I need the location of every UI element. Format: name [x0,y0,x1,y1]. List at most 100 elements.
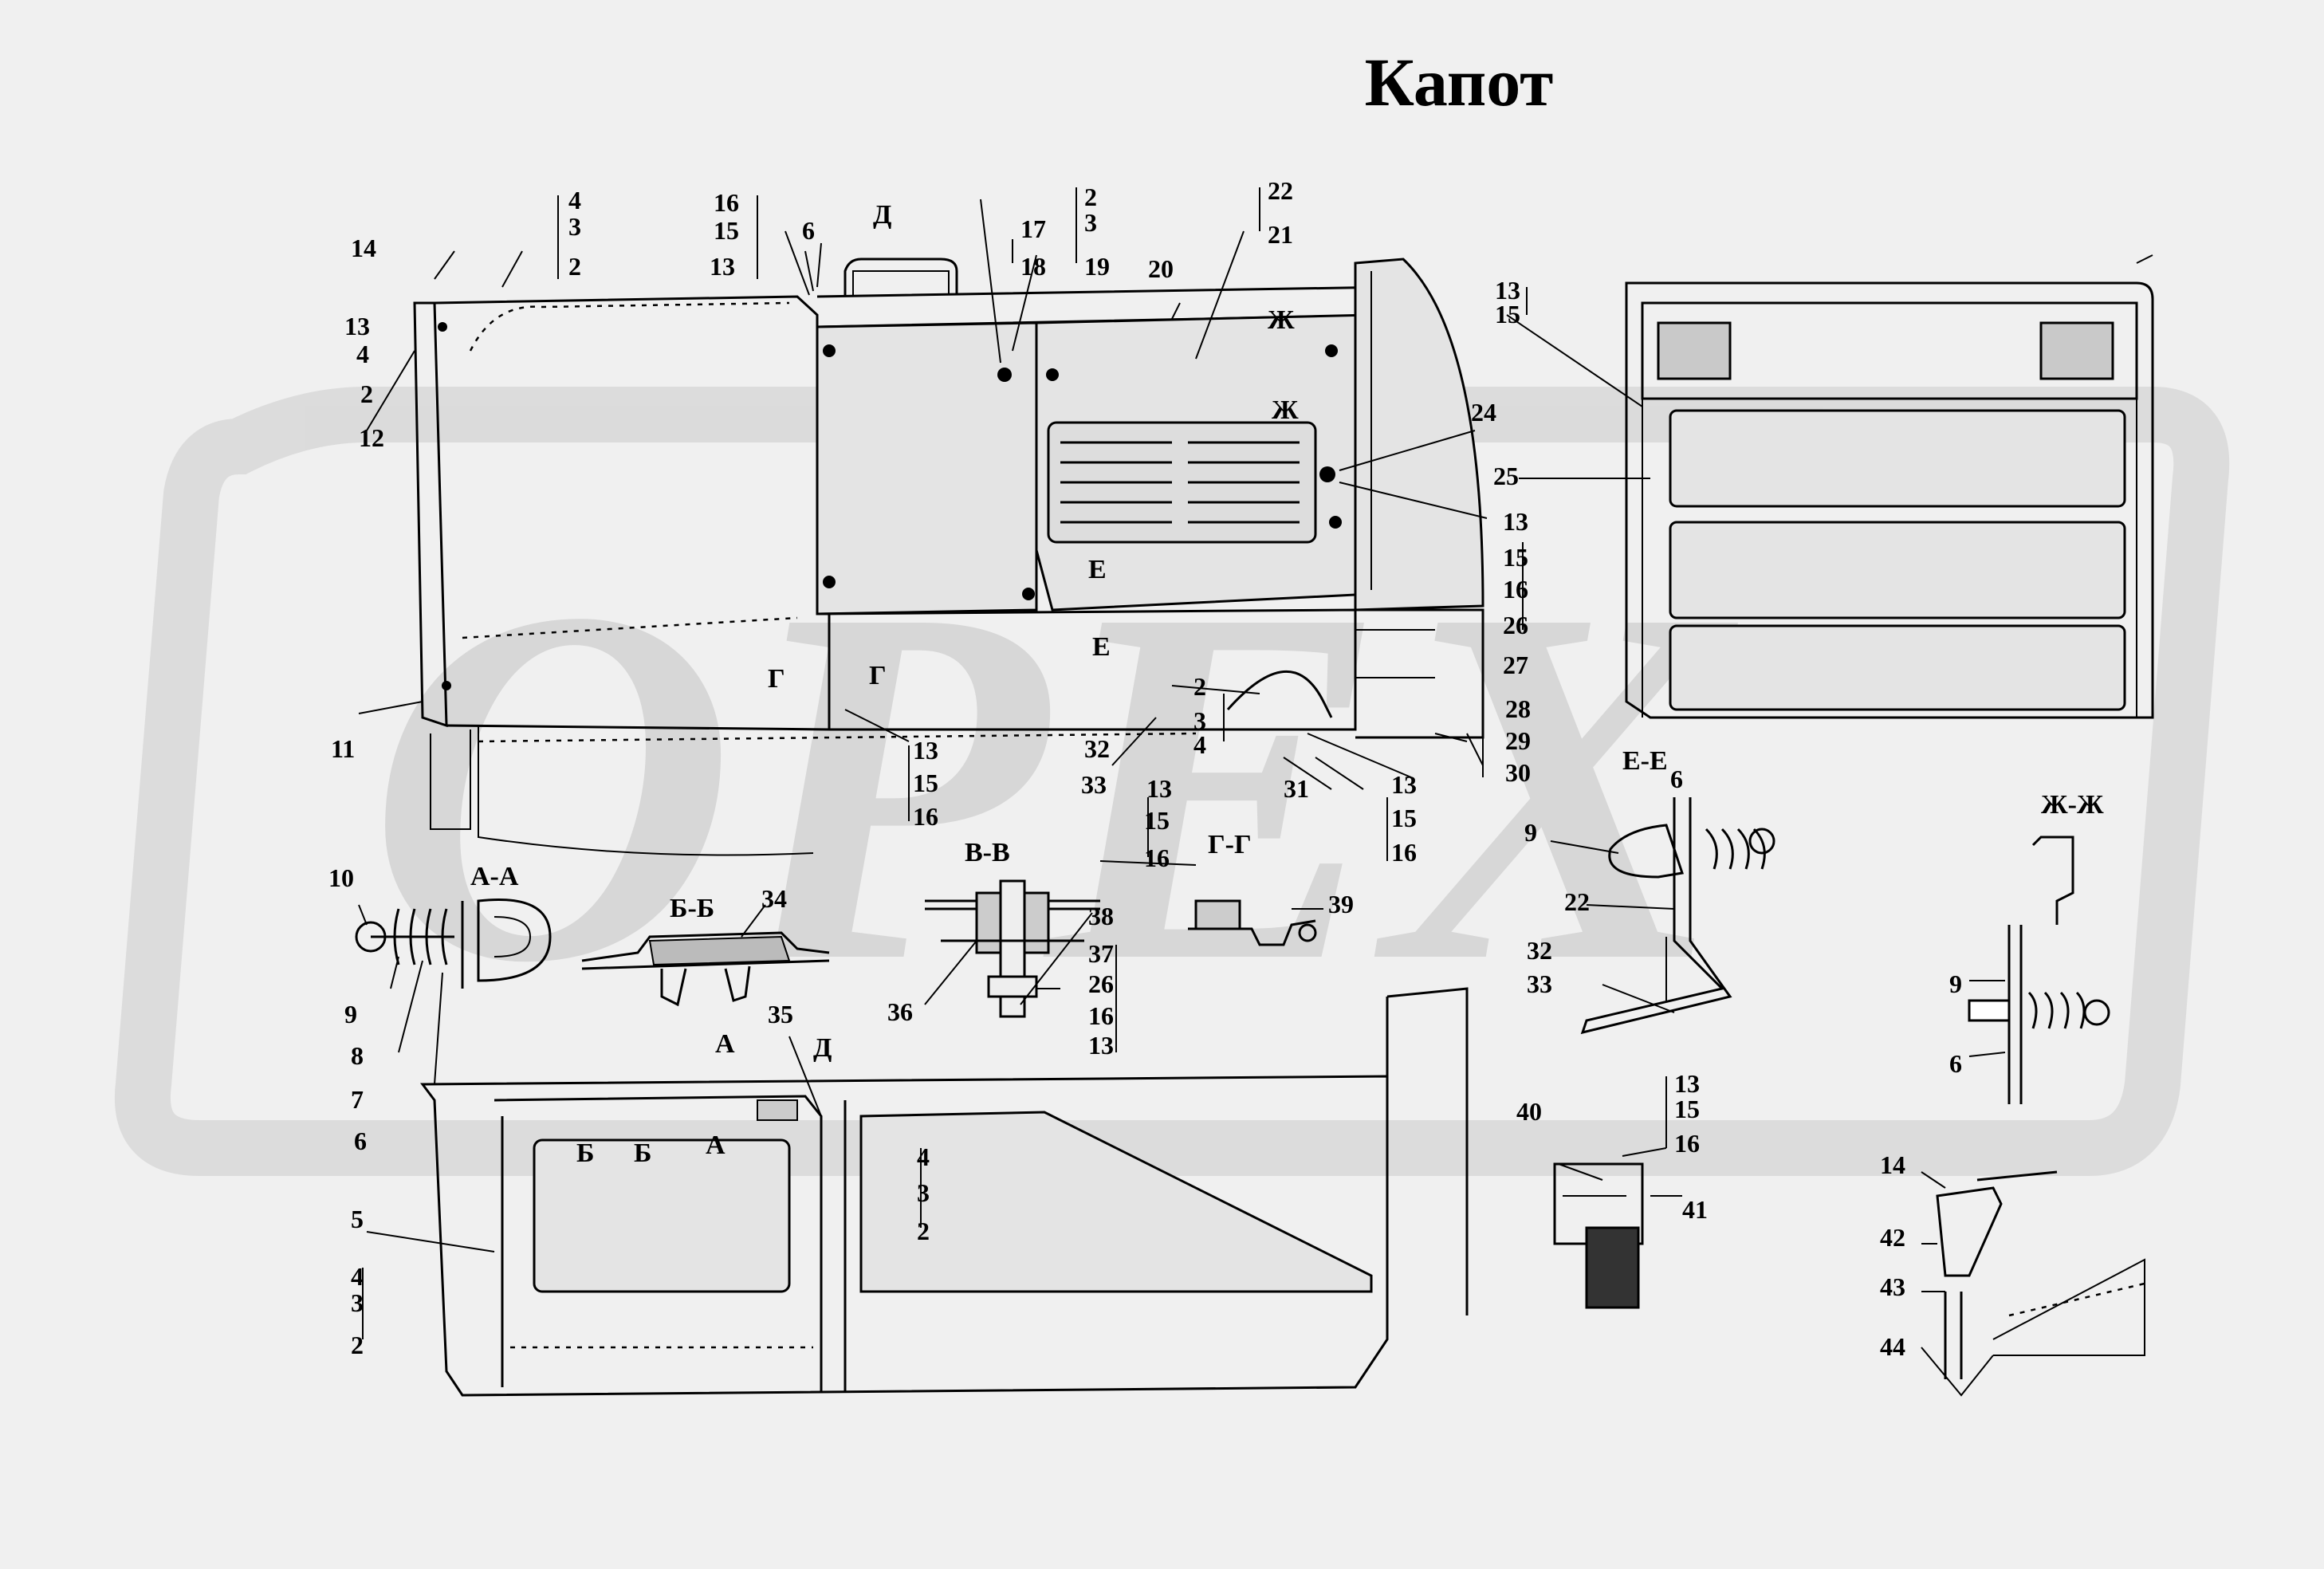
callout-number: 34 [761,884,787,913]
callout-number: 15 [714,216,739,245]
section-labels: А-А Б-Б В-В Г-Г Е-Е Ж-Ж [470,746,2104,923]
view-mark-e1: Е [1088,555,1107,584]
callout-number: 16 [1503,575,1528,604]
callout-number: 30 [1505,758,1531,787]
callout-number: 35 [768,1000,793,1028]
section-label-gg: Г-Г [1208,830,1252,859]
callout-number: 15 [1144,806,1170,835]
callout-number: 37 [1088,939,1114,968]
view-mark-g2: Г [869,661,887,690]
callout-number: 16 [913,802,938,831]
section-gg-bracket [1188,899,1317,946]
callout-number: 15 [1503,543,1528,572]
callout-number: 29 [1505,726,1531,755]
callout-number: 22 [1268,176,1293,205]
callout-number: 11 [331,734,355,763]
hood-side-view [413,258,1484,856]
view-marks: Д Д Ж Ж Е Е Г Г А А Б Б [576,200,1299,1168]
part-40-41-latch-block [1553,1162,1644,1309]
callout-number: 6 [1949,1049,1962,1078]
callout-number: 13 [1674,1069,1700,1098]
callout-number: 31 [1284,774,1309,803]
leader-lines [358,187,2006,1397]
callout-number: 12 [359,423,384,452]
callout-number: 26 [1503,611,1528,639]
callout-number: 4 [1193,730,1206,759]
callout-number: 15 [1391,804,1417,832]
callout-number: 2 [568,252,581,281]
callout-number: 3 [568,212,581,241]
callout-number: 3 [1193,706,1206,735]
callout-number: 14 [1880,1150,1905,1179]
callout-number: 15 [913,769,938,797]
callout-number: 32 [1084,734,1110,763]
callout-number: 40 [1516,1097,1542,1126]
callout-number: 15 [1674,1095,1700,1123]
hood-front-view [1625,254,2154,719]
callout-number: 13 [710,252,735,281]
callout-number: 10 [328,863,354,892]
section-vv-mount [925,879,1100,1018]
callout-number: 41 [1682,1195,1708,1224]
section-label-ee: Е-Е [1622,746,1668,776]
view-mark-d-top: Д [873,200,891,230]
section-aa-latch [355,898,552,989]
section-zhzh-latch [1968,836,2110,1104]
callout-number: 4 [568,186,581,214]
callout-number: 13 [1088,1031,1114,1060]
callout-number: 6 [354,1127,367,1155]
view-mark-g1: Г [768,664,785,694]
page-title: Капот [1365,44,1554,120]
callout-number: 13 [344,312,370,340]
callout-number: 8 [351,1041,364,1070]
callout-number: 9 [1949,969,1962,998]
callout-number: 13 [1146,774,1172,803]
callout-number: 6 [802,216,815,245]
callout-number: 25 [1493,462,1519,490]
callout-number: 33 [1081,770,1107,799]
callout-number: 16 [714,188,739,217]
callout-number: 13 [913,736,938,765]
callout-number: 2 [1193,672,1206,701]
callout-number: 18 [1020,252,1046,281]
section-label-bb: Б-Б [670,894,714,923]
callout-number: 44 [1880,1332,1905,1361]
view-mark-zh1: Ж [1268,305,1295,335]
callout-number: 16 [1391,838,1417,867]
callout-number: 22 [1564,887,1590,916]
callout-number: 39 [1328,890,1354,918]
section-label-zhzh: Ж-Ж [2041,790,2104,820]
callout-number: 13 [1391,770,1417,799]
callout-number: 3 [917,1178,930,1207]
callout-number: 27 [1503,651,1528,679]
callout-number: 20 [1148,254,1174,283]
callout-number: 2 [1084,183,1097,211]
callout-number: 42 [1880,1223,1905,1252]
callout-number: 36 [887,997,913,1026]
callout-number: 16 [1144,843,1170,872]
view-mark-a1: А [715,1029,735,1059]
callout-number: 28 [1505,694,1531,723]
callout-number: 16 [1088,1001,1114,1030]
callout-number: 6 [1670,765,1683,793]
callout-number: 4 [356,340,369,368]
view-mark-d-bottom: Д [813,1033,832,1063]
callout-number: 19 [1084,252,1110,281]
view-mark-zh2: Ж [1272,395,1299,425]
callout-number: 9 [344,1000,357,1028]
callout-number: 13 [1495,276,1520,305]
view-mark-b1: Б [576,1138,594,1168]
callout-number: 3 [1084,208,1097,237]
callout-number: 38 [1088,902,1114,930]
callout-number: 4 [917,1142,930,1171]
callout-number: 32 [1527,936,1552,965]
callout-number: 4 [351,1262,364,1291]
hood-lower-view [420,987,1469,1397]
callout-number: 14 [351,234,376,262]
view-mark-b2: Б [634,1138,651,1168]
callout-number: 17 [1020,214,1046,243]
section-label-vv: В-В [965,838,1010,867]
